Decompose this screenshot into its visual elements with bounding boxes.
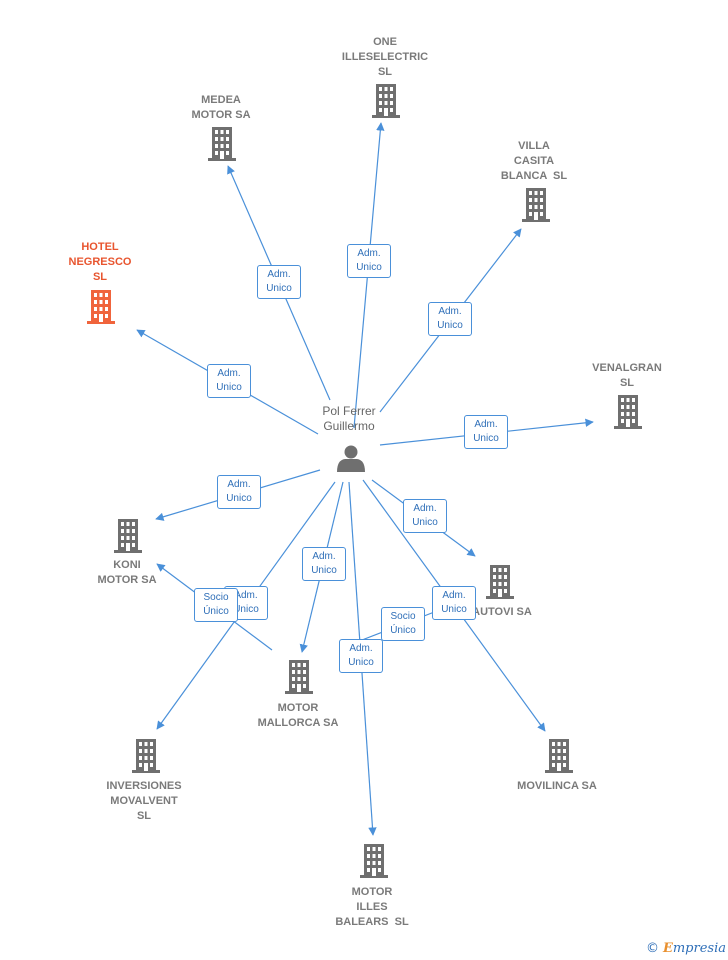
building-icon[interactable] bbox=[360, 844, 388, 878]
edge-label-e7: Adm. Unico bbox=[403, 499, 447, 533]
edge-label-e3: Adm. Unico bbox=[428, 302, 472, 336]
copyright-symbol: © bbox=[645, 941, 659, 956]
nodes-layer bbox=[87, 84, 642, 878]
person-icon[interactable] bbox=[337, 445, 365, 473]
brand-name: mpresia bbox=[672, 941, 726, 956]
company-label-movilinca[interactable]: MOVILINCA SA bbox=[517, 780, 597, 792]
edge-label-e4: Adm. Unico bbox=[207, 364, 251, 398]
edge-label-e1: Adm. Unico bbox=[347, 244, 391, 278]
edge-label-e12: Socio Único bbox=[194, 588, 238, 622]
building-icon[interactable] bbox=[132, 739, 160, 773]
company-label-autovi[interactable]: AUTOVI SA bbox=[472, 606, 532, 618]
edges-layer bbox=[136, 122, 594, 836]
edge-label-e8: Adm. Unico bbox=[302, 547, 346, 581]
edge-label-e2: Adm. Unico bbox=[257, 265, 301, 299]
building-icon[interactable] bbox=[87, 290, 115, 324]
building-icon[interactable] bbox=[114, 519, 142, 553]
building-icon[interactable] bbox=[486, 565, 514, 599]
edge-label-e6: Adm. Unico bbox=[217, 475, 261, 509]
building-icon[interactable] bbox=[208, 127, 236, 161]
edge-label-e5: Adm. Unico bbox=[464, 415, 508, 449]
edge-label-e13: Socio Único bbox=[381, 607, 425, 641]
building-icon[interactable] bbox=[545, 739, 573, 773]
brand-initial: E bbox=[662, 941, 673, 956]
edge-label-e10: Adm. Unico bbox=[432, 586, 476, 620]
company-label-villa[interactable]: VILLA CASITA BLANCA SL bbox=[500, 140, 568, 182]
company-label-venalgran[interactable]: VENALGRAN SL bbox=[592, 362, 662, 389]
edge-label-e11: Adm. Unico bbox=[339, 639, 383, 673]
company-label-illes[interactable]: MOTOR ILLES BALEARS SL bbox=[335, 886, 409, 928]
company-label-inversiones[interactable]: INVERSIONES MOVALVENT SL bbox=[106, 780, 182, 822]
building-icon[interactable] bbox=[372, 84, 400, 118]
brand-logo[interactable]: ©Empresia bbox=[646, 941, 726, 956]
company-label-one[interactable]: ONE ILLESELECTRIC SL bbox=[341, 36, 429, 78]
company-label-koni[interactable]: KONI MOTOR SA bbox=[97, 559, 157, 586]
person-label[interactable]: Pol Ferrer Guillermo bbox=[322, 404, 376, 433]
building-icon[interactable] bbox=[522, 188, 550, 222]
company-label-hotel[interactable]: HOTEL NEGRESCO SL bbox=[68, 241, 132, 283]
building-icon[interactable] bbox=[285, 660, 313, 694]
company-label-mallorca[interactable]: MOTOR MALLORCA SA bbox=[257, 702, 339, 729]
company-label-medea[interactable]: MEDEA MOTOR SA bbox=[191, 94, 251, 121]
building-icon[interactable] bbox=[614, 395, 642, 429]
